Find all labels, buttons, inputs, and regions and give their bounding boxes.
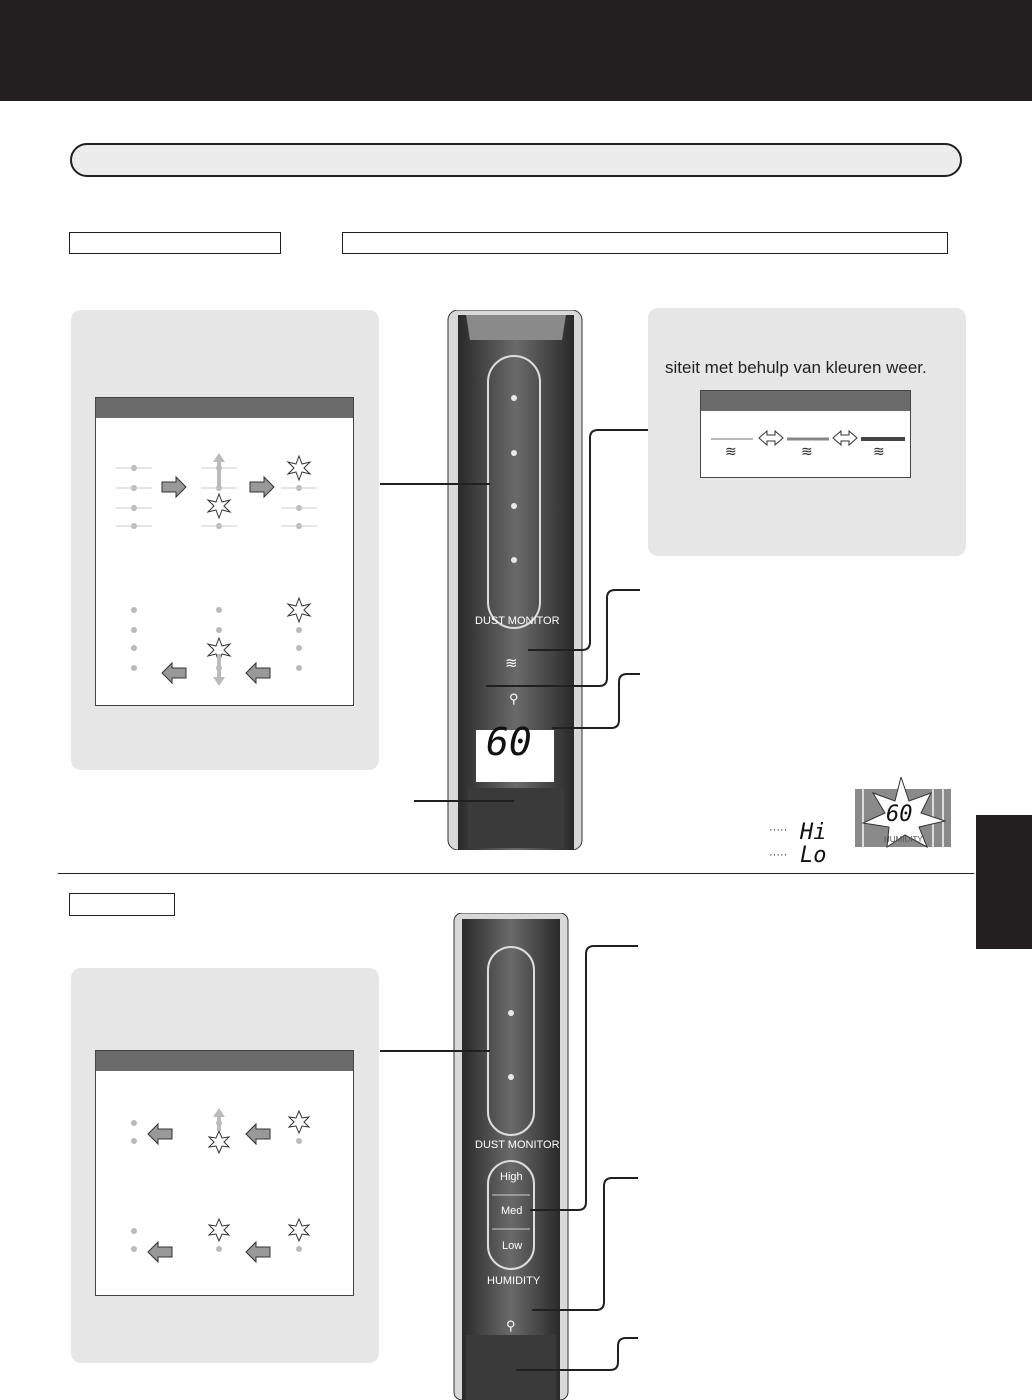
blinking-humidity-indicator <box>855 777 951 849</box>
light-sequence-diagram-top <box>116 453 317 686</box>
leader-lines-top <box>380 429 648 802</box>
light-sequence-card-bottom <box>95 1050 354 1296</box>
humidity-label-bottom: HUMIDITY <box>487 1275 541 1287</box>
tap-water-icon-bottom: ⚲ <box>506 1318 516 1333</box>
air-purifier-panel-bottom <box>453 913 569 1400</box>
left-label-box <box>69 232 281 254</box>
panel-note-text: siteit met behulp van kleuren weer. <box>665 358 927 377</box>
tap-water-icon: ⚲ <box>509 691 519 706</box>
svg-text:≋: ≋ <box>725 443 737 459</box>
svg-text:≋: ≋ <box>801 443 813 459</box>
card-header <box>96 398 353 418</box>
light-sequence-card-top <box>95 397 354 706</box>
readout-dots-hi: ····· <box>769 824 788 836</box>
air-purifier-panel-top <box>447 310 583 850</box>
fan-level-card: ≋ ≋ ≋ <box>700 390 911 478</box>
dust-monitor-label-bottom: DUST MONITOR <box>475 1139 560 1151</box>
indicator-value: 60 <box>886 802 913 827</box>
card-header <box>701 391 910 411</box>
fan-level-diagram: ≋ ≋ ≋ <box>711 429 905 459</box>
svg-text:≋: ≋ <box>873 443 885 459</box>
readout-dots-lo: ····· <box>769 849 788 861</box>
readout-hi: Hi <box>800 820 827 845</box>
indicator-label: HUMIDITY <box>884 835 923 844</box>
readout-lo: Lo <box>800 843 827 868</box>
section-divider <box>58 873 974 874</box>
dust-monitor-label-top: DUST MONITOR <box>475 615 560 627</box>
level-high-label: High <box>500 1171 523 1183</box>
fan-speed-icon: ≋ <box>505 655 518 672</box>
side-tab <box>976 815 1032 949</box>
humidity-label-top: HUMIDITY <box>488 769 542 781</box>
header-bar <box>0 0 1032 101</box>
leader-lines-bottom <box>380 945 638 1371</box>
level-med-label: Med <box>501 1205 523 1217</box>
section-title-pill <box>70 143 962 177</box>
light-sequence-diagram-bottom <box>131 1108 311 1264</box>
bottom-label-box <box>69 893 175 916</box>
humidity-display-value: 60 <box>486 720 532 764</box>
card-header <box>96 1051 353 1071</box>
right-label-box <box>342 232 948 254</box>
level-low-label: Low <box>502 1240 523 1252</box>
